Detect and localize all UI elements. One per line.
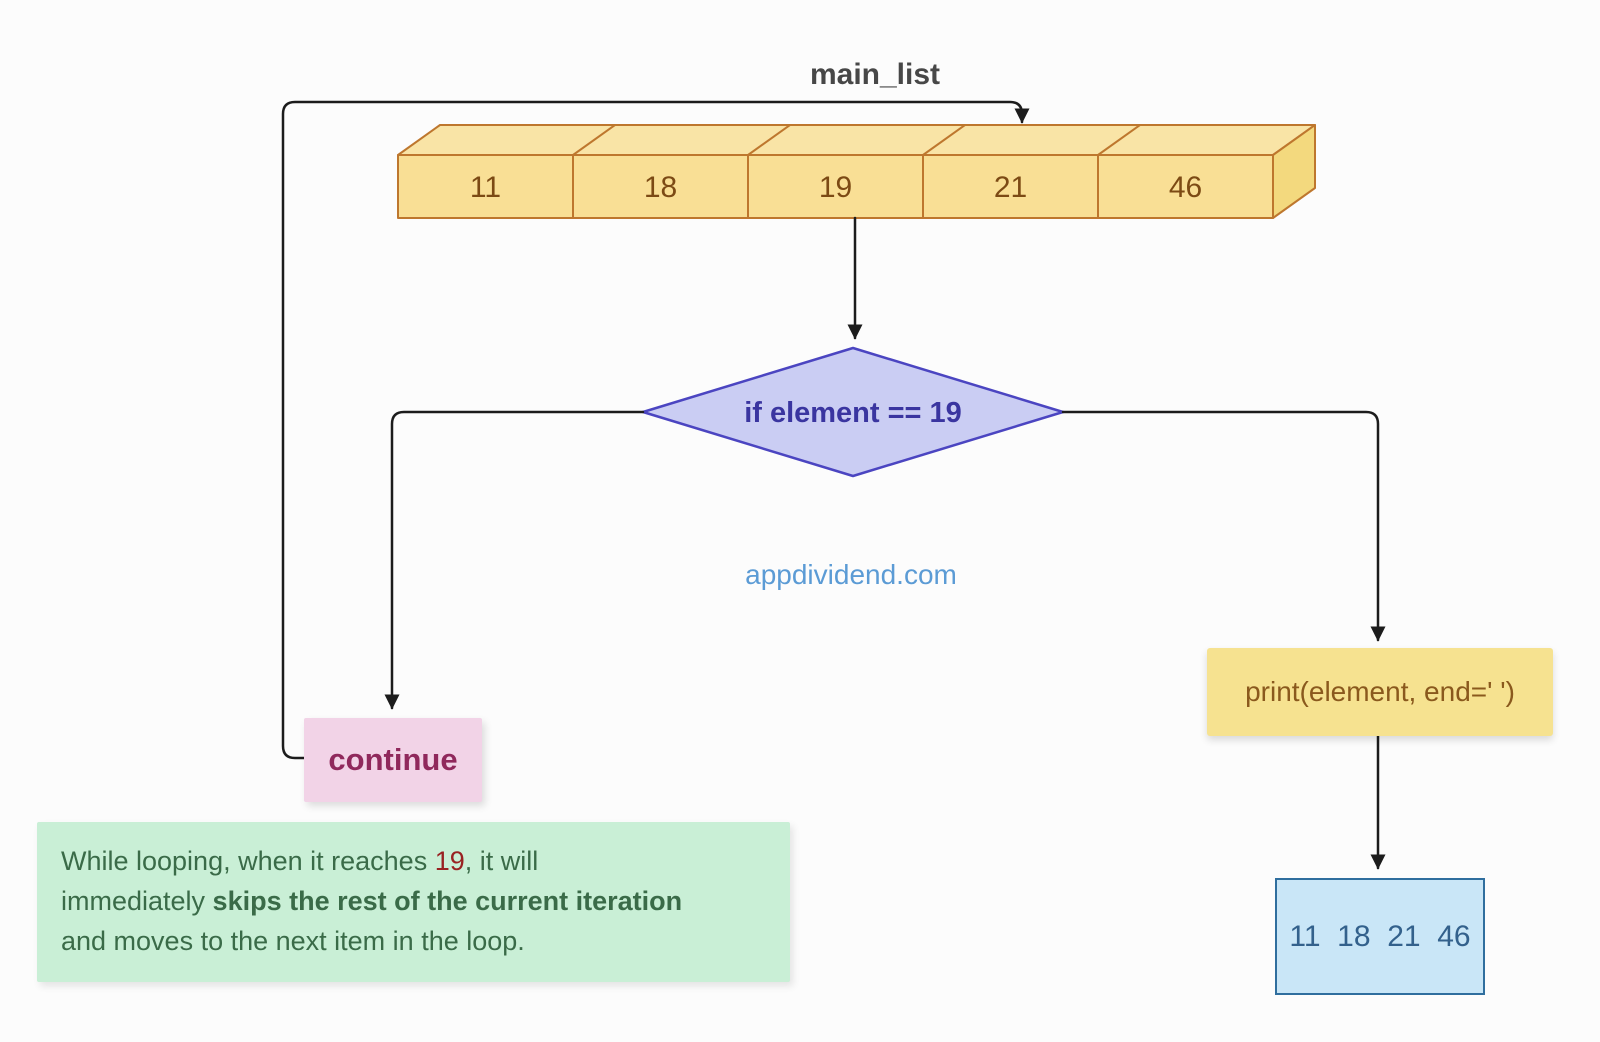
array-top-divider (1097, 124, 1141, 156)
array-cell-value: 19 (818, 171, 853, 204)
continue-statement-box: continue (304, 718, 482, 802)
array-top-face (397, 124, 1316, 156)
watermark-text: appdividend.com (745, 559, 957, 590)
explanation-note: While looping, when it reaches 19, it wi… (37, 822, 790, 982)
arrow-diamond-to-continue (384, 410, 645, 710)
array-cell-value: 18 (643, 171, 678, 204)
main-list-title: main_list (809, 58, 941, 91)
array-cell-value: 21 (993, 171, 1028, 204)
array-top-divider (747, 124, 791, 156)
note-text-segment: , it will (464, 846, 539, 876)
array-front-face (397, 154, 1274, 219)
decision-diamond-shape (641, 346, 1065, 478)
condition-label: if element == 19 (744, 397, 962, 429)
arrow-continue-loop-back (281, 100, 1030, 760)
note-text-segment: While looping, when it reaches (61, 846, 435, 876)
array-cell-value: 46 (1168, 171, 1203, 204)
arrow-diamond-to-print (1061, 410, 1386, 642)
array-top-divider (922, 124, 966, 156)
note-text-segment: and moves to the next item in the loop. (61, 926, 525, 956)
array-top-divider (572, 124, 616, 156)
flow-arrows (281, 100, 1386, 870)
print-statement-label: print(element, end=' ') (1245, 676, 1515, 707)
main-list-array-shape (397, 124, 1316, 219)
output-result-box: 11 18 21 46 (1275, 878, 1485, 995)
note-bold-segment: skips the rest of the current iteration (212, 886, 683, 916)
output-result-values: 11 18 21 46 (1289, 919, 1471, 953)
note-highlight-19: 19 (434, 846, 465, 876)
continue-statement-label: continue (328, 742, 458, 777)
note-text-segment: immediately (61, 886, 213, 916)
print-statement-box: print(element, end=' ') (1207, 648, 1553, 736)
array-cell-value: 11 (469, 171, 502, 204)
